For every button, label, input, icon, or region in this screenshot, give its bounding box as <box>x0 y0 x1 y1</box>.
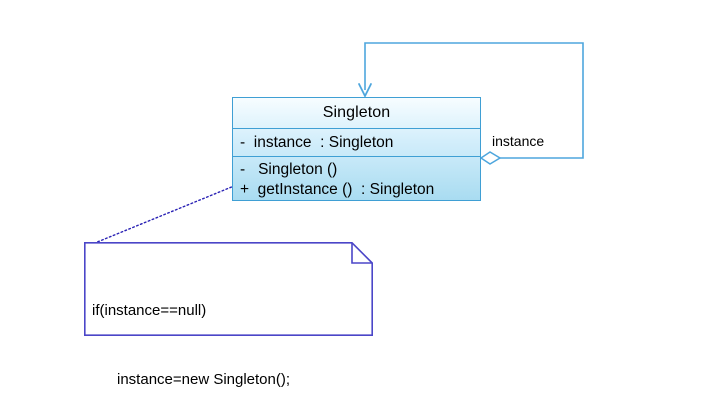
class-box-singleton[interactable]: Singleton - instance : Singleton - Singl… <box>232 97 481 201</box>
note-anchor-line <box>89 185 235 246</box>
note-shape <box>84 242 373 336</box>
association-polyline <box>364 42 584 159</box>
note-line-2: instance=new Singleton(); <box>92 371 291 388</box>
note-line-1: if(instance==null) <box>92 302 207 319</box>
class-attributes-compartment: - instance : Singleton <box>233 129 480 157</box>
note-outline <box>84 242 373 336</box>
operation-get-instance: + getInstance () : Singleton <box>240 181 435 198</box>
attribute-instance: - instance : Singleton <box>240 133 394 151</box>
self-association-line[interactable] <box>358 42 584 159</box>
aggregation-diamond-icon <box>479 151 502 165</box>
note-folded-corner-icon <box>351 242 373 264</box>
open-arrowhead-icon <box>358 83 372 99</box>
operation-constructor: - Singleton () <box>240 161 338 178</box>
class-name-label: Singleton <box>322 103 391 121</box>
class-name-compartment: Singleton <box>233 98 480 129</box>
association-role-label: instance <box>492 133 545 149</box>
class-operations-compartment: - Singleton () + getInstance () : Single… <box>233 157 480 200</box>
note-box[interactable]: if(instance==null) instance=new Singleto… <box>84 242 373 388</box>
note-text: if(instance==null) instance=new Singleto… <box>92 253 367 402</box>
